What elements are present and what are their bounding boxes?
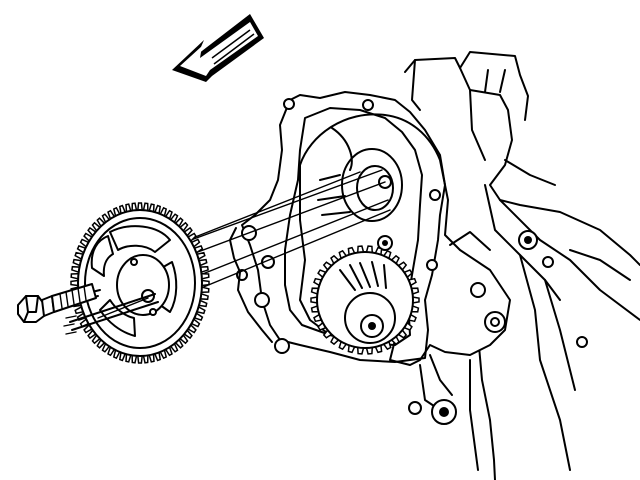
front-direction-arrow-icon: [172, 14, 264, 82]
crankshaft-gear: [310, 245, 420, 355]
camshaft-bore: [317, 127, 403, 251]
camshaft-sprocket: [70, 202, 210, 364]
dowel-pins: [63, 293, 159, 335]
engine-block: [404, 51, 640, 480]
sprocket-bolt: [17, 283, 97, 323]
